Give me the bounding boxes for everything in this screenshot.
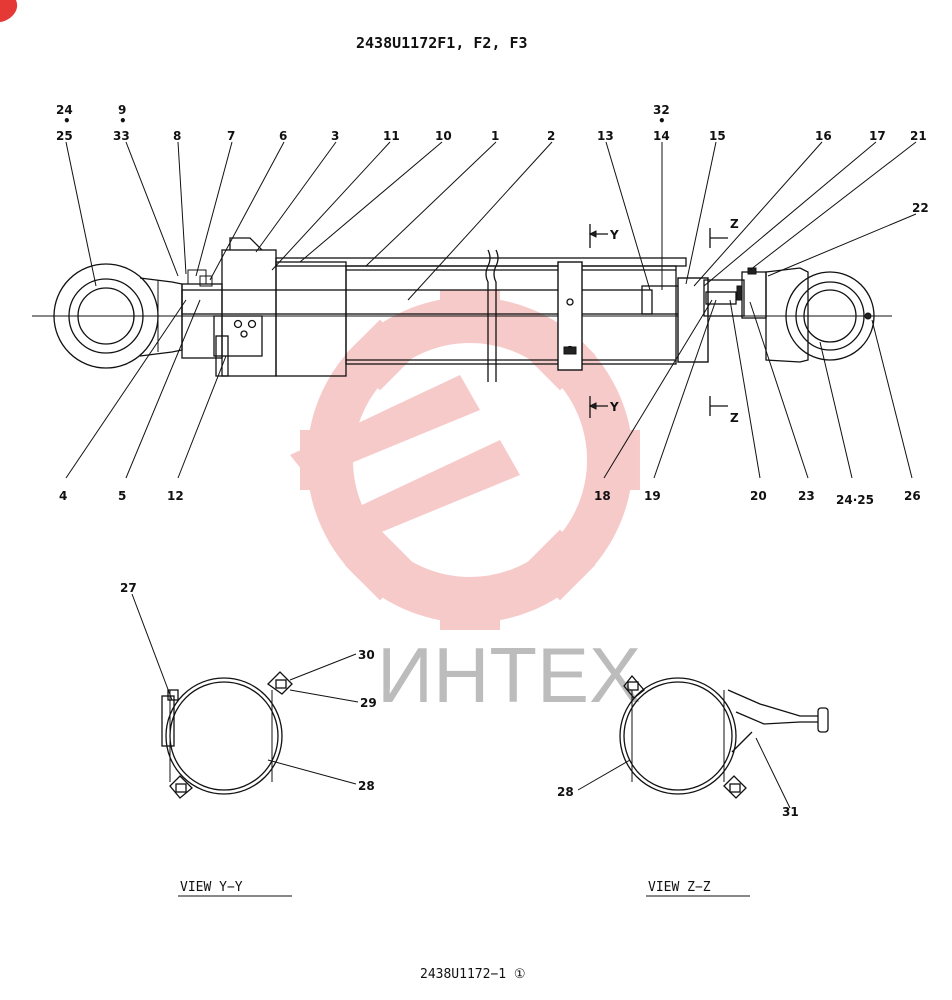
svg-text:29: 29 <box>360 696 377 710</box>
svg-text:5: 5 <box>118 489 126 503</box>
svg-text:28: 28 <box>557 785 574 799</box>
corner-brand-mark <box>0 0 18 22</box>
watermark-logo <box>290 290 640 630</box>
svg-text:24·25: 24·25 <box>836 493 874 507</box>
svg-text:3: 3 <box>331 129 339 143</box>
view-y-y-detail: 27 30 29 28 VIEW Y−Y <box>120 581 377 897</box>
svg-text:4: 4 <box>59 489 67 503</box>
svg-text:Z: Z <box>730 217 739 231</box>
svg-text:8: 8 <box>173 129 181 143</box>
svg-text:33: 33 <box>113 129 130 143</box>
watermark-text: ИНТЕХ <box>377 631 641 719</box>
svg-text:27: 27 <box>120 581 137 595</box>
svg-text:10: 10 <box>435 129 452 143</box>
svg-text:12: 12 <box>167 489 184 503</box>
svg-text:20: 20 <box>750 489 767 503</box>
svg-text:15: 15 <box>709 129 726 143</box>
svg-text:14: 14 <box>653 129 670 143</box>
section-mark-z-bottom: Z <box>709 396 739 425</box>
svg-text:17: 17 <box>869 129 886 143</box>
drawing-title: 2438U1172F1, F2, F3 <box>356 34 528 52</box>
port-block <box>213 315 263 357</box>
svg-text:19: 19 <box>644 489 661 503</box>
svg-text:23: 23 <box>798 489 815 503</box>
svg-text:•: • <box>658 114 666 128</box>
view-y-y-label: VIEW Y−Y <box>180 880 243 895</box>
svg-text:30: 30 <box>358 648 375 662</box>
bottom-eye <box>785 271 875 361</box>
hydraulic-pipe <box>275 257 687 267</box>
section-mark-y-bottom: Y <box>588 396 619 418</box>
svg-text:•: • <box>119 114 127 128</box>
callout-labels: 24 • 25 9 • 33 8 7 6 3 11 10 1 2 13 32 •… <box>56 103 929 507</box>
svg-text:•: • <box>63 114 71 128</box>
svg-text:21: 21 <box>910 129 927 143</box>
svg-text:6: 6 <box>279 129 287 143</box>
svg-text:2: 2 <box>547 129 555 143</box>
svg-text:28: 28 <box>358 779 375 793</box>
svg-text:Y: Y <box>609 228 619 242</box>
svg-text:16: 16 <box>815 129 832 143</box>
svg-text:7: 7 <box>227 129 235 143</box>
drawing-number: 2438U1172−1 ① <box>420 967 526 982</box>
svg-text:24: 24 <box>56 103 73 117</box>
svg-text:13: 13 <box>597 129 614 143</box>
svg-text:31: 31 <box>782 805 799 819</box>
svg-text:Y: Y <box>609 400 619 414</box>
pipe-clamp-y <box>557 261 583 371</box>
view-z-z-label: VIEW Z−Z <box>648 880 711 895</box>
svg-text:11: 11 <box>383 129 400 143</box>
section-mark-z-top: Z <box>709 217 739 248</box>
svg-text:22: 22 <box>912 201 929 215</box>
svg-text:32: 32 <box>653 103 670 117</box>
leader-lines <box>65 141 917 479</box>
section-mark-y-top: Y <box>588 224 619 248</box>
svg-text:25: 25 <box>56 129 73 143</box>
view-z-z-detail: 28 31 VIEW Z−Z <box>557 674 829 897</box>
svg-text:18: 18 <box>594 489 611 503</box>
svg-text:Z: Z <box>730 411 739 425</box>
svg-text:1: 1 <box>491 129 499 143</box>
svg-text:9: 9 <box>118 103 126 117</box>
svg-text:26: 26 <box>904 489 921 503</box>
